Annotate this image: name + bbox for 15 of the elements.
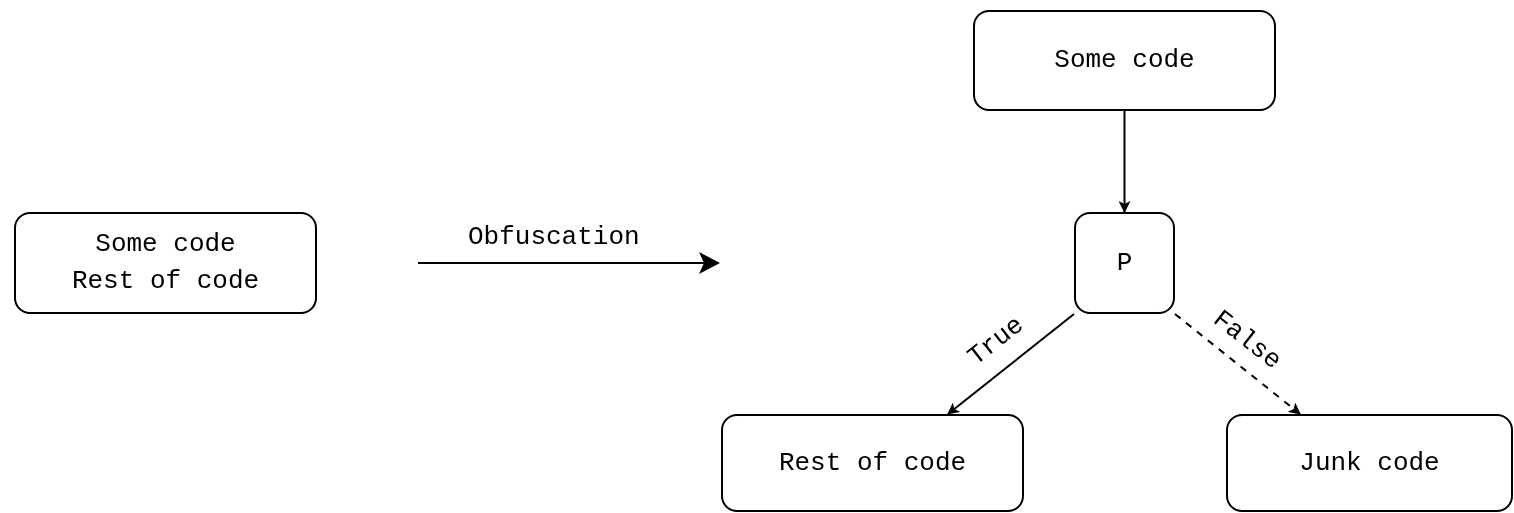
box-text: P	[1116, 246, 1133, 280]
arrow	[1118, 110, 1131, 213]
process-box	[1226, 414, 1513, 512]
process-box	[973, 10, 1276, 111]
box-text: Some code	[95, 228, 236, 261]
arrow	[1174, 313, 1301, 415]
box-text: Rest of code	[778, 446, 967, 480]
box-text: Junk code	[1299, 446, 1440, 480]
process-box	[721, 414, 1024, 512]
arrow	[947, 313, 1075, 415]
box-text: Some code	[1054, 44, 1195, 77]
arrow-label: Obfuscation	[468, 222, 640, 252]
process-box	[1074, 212, 1175, 314]
box-text: Rest of code	[71, 265, 260, 298]
process-box	[14, 212, 317, 314]
